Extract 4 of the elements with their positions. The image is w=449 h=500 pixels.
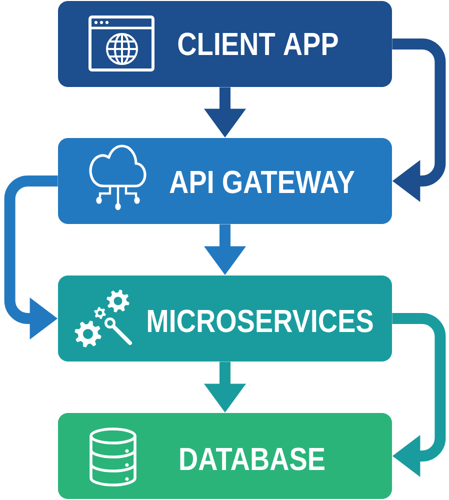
process-box: CLIENT APP	[58, 1, 392, 87]
process-box: API GATEWAY	[58, 138, 392, 224]
process-box: DATABASE	[58, 413, 392, 499]
process-box: MICROSERVICES	[58, 276, 392, 362]
